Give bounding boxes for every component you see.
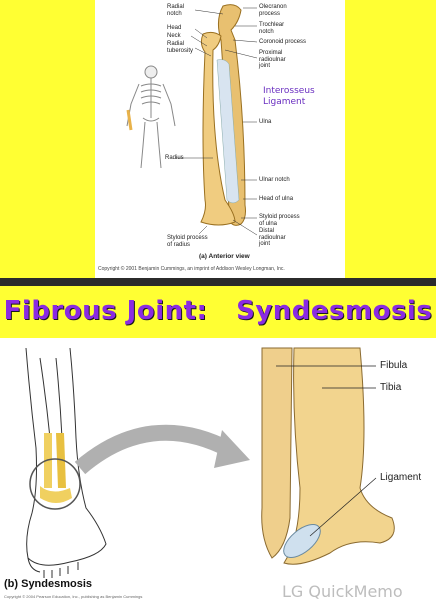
section-divider [0,278,436,286]
title-band [0,286,436,338]
ligament-shape [283,524,321,558]
copyright-bottom: Copyright © 2004 Pearson Education, Inc.… [4,594,143,599]
watermark-text: LG QuickMemo [282,582,403,601]
label-distal-radioulnar-joint: Distal radioulnar joint [259,228,286,247]
label-proximal-radioulnar-joint: Proximal radioulnar joint [259,50,286,69]
label-tibia: Tibia [380,382,402,393]
tibia-bone [283,347,395,565]
label-radial-tuberosity: Radial tuberosity [167,41,194,54]
interosseus-ligament-annotation: Interosseus Ligament [263,86,315,107]
leg-outline [25,347,107,578]
label-head-of-ulna: Head of ulna [259,196,294,202]
radius-bone [200,31,236,226]
leg-ankle-bones [40,486,72,503]
copyright-top: Copyright © 2001 Benjamin Cummings, an i… [98,266,285,272]
label-styloid-process-radius: Styloid process of radius [167,235,208,248]
caption-anterior-view: (a) Anterior view [199,253,250,260]
syndesmosis-illustration [25,347,395,578]
zoom-arrow-shaft [74,424,234,475]
label-head: Head [167,25,182,31]
interosseous-membrane [216,59,240,204]
label-coronoid: Coronoid process [259,39,307,45]
zoom-circle [29,458,81,510]
caption-syndesmosis: (b) Syndesmosis [4,578,93,590]
label-olecranon: Olecranon process [259,4,287,17]
leader-lines [175,7,258,236]
zoom-arrow-head [214,430,250,468]
highlighted-forearm [126,109,133,131]
label-fibula: Fibula [380,360,408,371]
label-radial-notch: Radial notch [167,4,185,17]
label-ulnar-notch: Ulnar notch [259,177,290,183]
leg-fibula-highlight [56,433,66,488]
forearm-figure: Radial notch Head Neck Radial tuberosity… [95,0,345,278]
slide-title: Fibrous Joint: Syndesmosis [3,296,433,326]
label-ulna: Ulna [259,119,272,125]
skeleton-thumbnail [126,65,176,169]
label-radius: Radius [165,155,184,161]
label-styloid-process-ulna: Styloid process of ulna [259,214,300,227]
bottom-leader-lines [276,365,377,537]
label-trochlear-notch: Trochlear notch [259,22,285,35]
forearm-illustration [126,4,258,236]
fibula-bone [261,347,293,559]
label-neck: Neck [167,33,181,39]
label-ligament: Ligament [380,472,422,483]
